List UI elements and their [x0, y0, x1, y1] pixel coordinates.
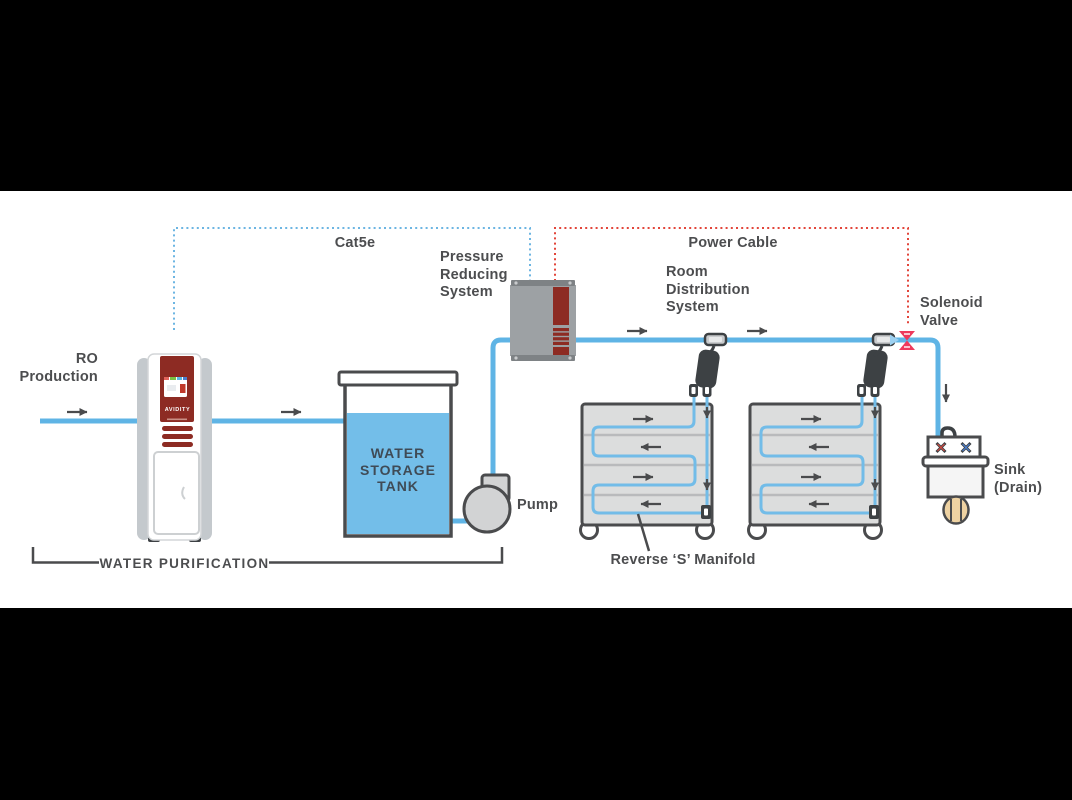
ro-unit — [137, 353, 212, 542]
sink-icon — [921, 426, 990, 525]
cat5e-cable — [173, 227, 531, 330]
section-bracket — [31, 547, 504, 564]
faucet — [940, 426, 957, 446]
label-power-cable: Power Cable — [688, 235, 778, 251]
sink-basin — [926, 464, 985, 499]
label-solenoid-valve: Solenoid Valve — [920, 295, 983, 329]
distribution-rack-2 — [749, 334, 895, 539]
door-handle — [181, 486, 186, 500]
tank-lid — [337, 370, 459, 387]
ro-unit-brand-label: AVIDITY — [164, 407, 191, 413]
label-ro-production: RO Production — [19, 351, 98, 385]
distribution-rack — [579, 332, 728, 540]
manifold-pointer-line — [636, 513, 651, 552]
label-reverse-s-manifold: Reverse ‘S’ Manifold — [610, 552, 756, 568]
ro-unit-door — [153, 451, 200, 535]
drain-trap — [942, 495, 970, 525]
power-cable — [554, 227, 909, 326]
flow-arrows — [67, 327, 950, 416]
label-water-storage-tank: WATER STORAGE TANK — [360, 445, 436, 494]
water-tank — [337, 370, 459, 538]
solenoid-valve-icon — [890, 331, 915, 350]
label-water-purification: WATER PURIFICATION — [99, 556, 270, 571]
connector-link — [705, 345, 716, 358]
label-room-distribution-system: Room Distribution System — [666, 264, 750, 315]
label-pressure-reducing-system: Pressure Reducing System — [440, 249, 508, 300]
letterbox-top — [0, 0, 1072, 191]
sink-backsplash — [926, 435, 982, 460]
letterbox-bottom — [0, 608, 1072, 800]
label-pump: Pump — [517, 497, 559, 513]
label-cat5e: Cat5e — [334, 235, 376, 251]
pressure-reducing-unit — [510, 280, 576, 361]
pump-icon — [462, 473, 512, 534]
filter-bottle — [695, 349, 720, 389]
flow-arrows — [633, 407, 711, 508]
reverse-s-manifold-pipe — [591, 396, 703, 515]
label-sink-drain: Sink (Drain) — [994, 462, 1043, 496]
